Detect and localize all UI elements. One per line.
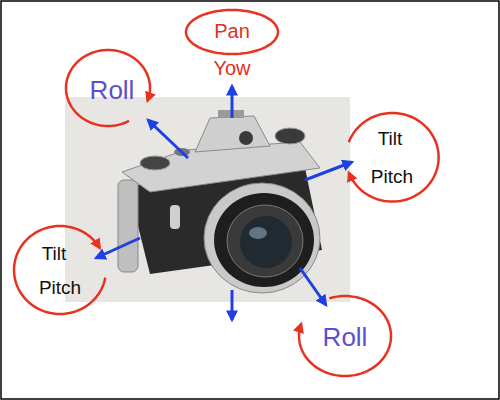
axis-label: Tilt: [378, 129, 403, 150]
axis-arrow: [231, 290, 234, 320]
axis-arrow: [300, 268, 326, 305]
rotation-outline: [340, 107, 445, 208]
axis-label: Roll: [90, 76, 135, 105]
rotation-arc: [348, 113, 438, 202]
axis-label: Roll: [323, 323, 368, 352]
rotation-arc: [66, 50, 150, 126]
rotation-outline: [180, 4, 284, 94]
photo-ground: [65, 97, 350, 302]
body-end: [118, 180, 138, 272]
axis-label: Tilt: [42, 244, 67, 265]
axis-label: Pitch: [39, 278, 81, 299]
rotation-arc: [14, 226, 105, 314]
rotation-circle: Roll: [293, 290, 397, 382]
rotation-circle: Roll: [60, 44, 156, 132]
rotation-circle: PanYow: [180, 4, 284, 94]
prism-housing: [195, 116, 270, 152]
shutter-dial: [140, 156, 170, 170]
rotation-circle: TiltPitch: [340, 107, 445, 208]
axis-arrows: [96, 86, 352, 320]
rotation-arc: [186, 10, 278, 54]
axis-arrow: [305, 162, 352, 180]
lens-glass: [240, 216, 292, 268]
camera-lens: [204, 183, 320, 293]
axis-arrow: [231, 86, 234, 118]
axis-label: Pitch: [371, 167, 413, 188]
lens-rim: [227, 205, 303, 277]
glass-highlight: [249, 227, 267, 239]
rewind-knob: [275, 128, 305, 144]
focus-ring: [214, 193, 314, 287]
axis-arrow: [96, 238, 140, 258]
lens-barrel: [204, 183, 320, 293]
self-timer-lever: [170, 205, 180, 229]
rotation-circle: TiltPitch: [8, 220, 112, 320]
axis-arrow: [148, 120, 188, 158]
rotation-outline: [8, 220, 112, 320]
logo-badge: [239, 131, 253, 145]
rotation-arc: [299, 296, 391, 376]
axis-label: Yow: [213, 57, 250, 79]
axis-label: Pan: [214, 20, 250, 42]
